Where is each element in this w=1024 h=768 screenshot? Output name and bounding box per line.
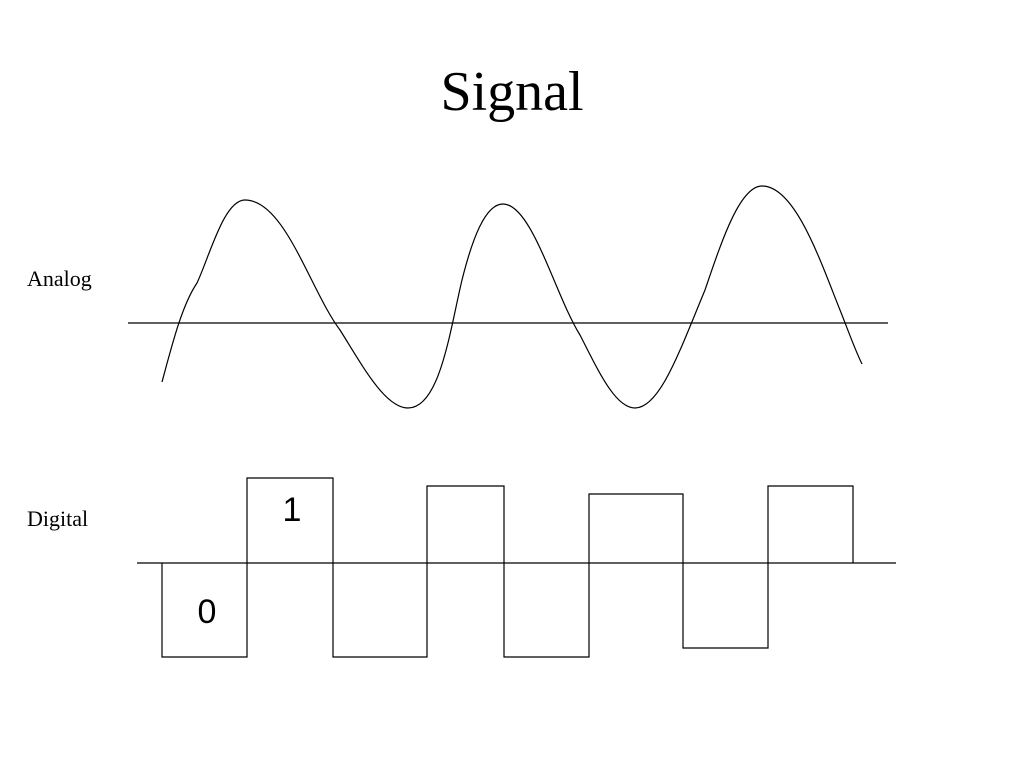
digital-waveform xyxy=(161,477,854,658)
analog-label: Analog xyxy=(27,266,92,291)
slide-title: Signal xyxy=(440,61,584,123)
analog-waveform xyxy=(161,185,863,409)
bit-zero-label: 0 xyxy=(198,593,217,631)
digital-label: Digital xyxy=(27,506,89,531)
bit-one-label: 1 xyxy=(283,491,302,529)
